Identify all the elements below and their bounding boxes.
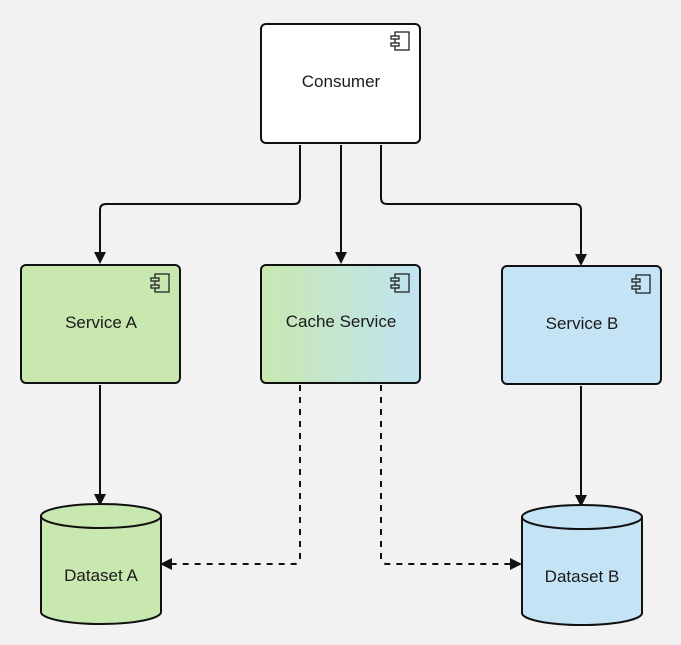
service-b-label: Service B — [546, 314, 619, 333]
node-dataset-a: Dataset A — [40, 503, 162, 625]
edge-consumer-to-service-b — [380, 145, 587, 266]
dataset-b-cylinder — [521, 504, 643, 626]
cache-service-box — [260, 264, 421, 384]
dataset-a-label: Dataset A — [64, 566, 138, 585]
edge-cache-to-dataset-a — [160, 385, 301, 570]
service-a-box — [20, 264, 181, 384]
edges — [94, 145, 587, 570]
dataset-b-label: Dataset B — [545, 567, 620, 586]
dataset-b-rim — [521, 516, 643, 530]
component-icon — [631, 274, 651, 294]
node-consumer: Consumer — [260, 23, 421, 144]
edge-cache-to-dataset-b — [380, 385, 522, 570]
node-service-b: Service B — [501, 265, 662, 385]
service-b-box — [501, 265, 662, 385]
node-cache-service: Cache Service — [260, 264, 421, 384]
node-service-a: Service A — [20, 264, 181, 384]
service-a-label: Service A — [65, 313, 137, 332]
edge-consumer-to-service-a — [94, 145, 301, 264]
consumer-box — [260, 23, 421, 144]
dataset-a-rim — [40, 515, 162, 529]
component-icon — [390, 273, 410, 293]
node-dataset-b: Dataset B — [521, 504, 643, 626]
component-icon — [150, 273, 170, 293]
component-icon — [390, 31, 410, 51]
consumer-label: Consumer — [302, 72, 381, 91]
dataset-a-cylinder — [40, 503, 162, 625]
cache-service-label: Cache Service — [286, 312, 397, 331]
